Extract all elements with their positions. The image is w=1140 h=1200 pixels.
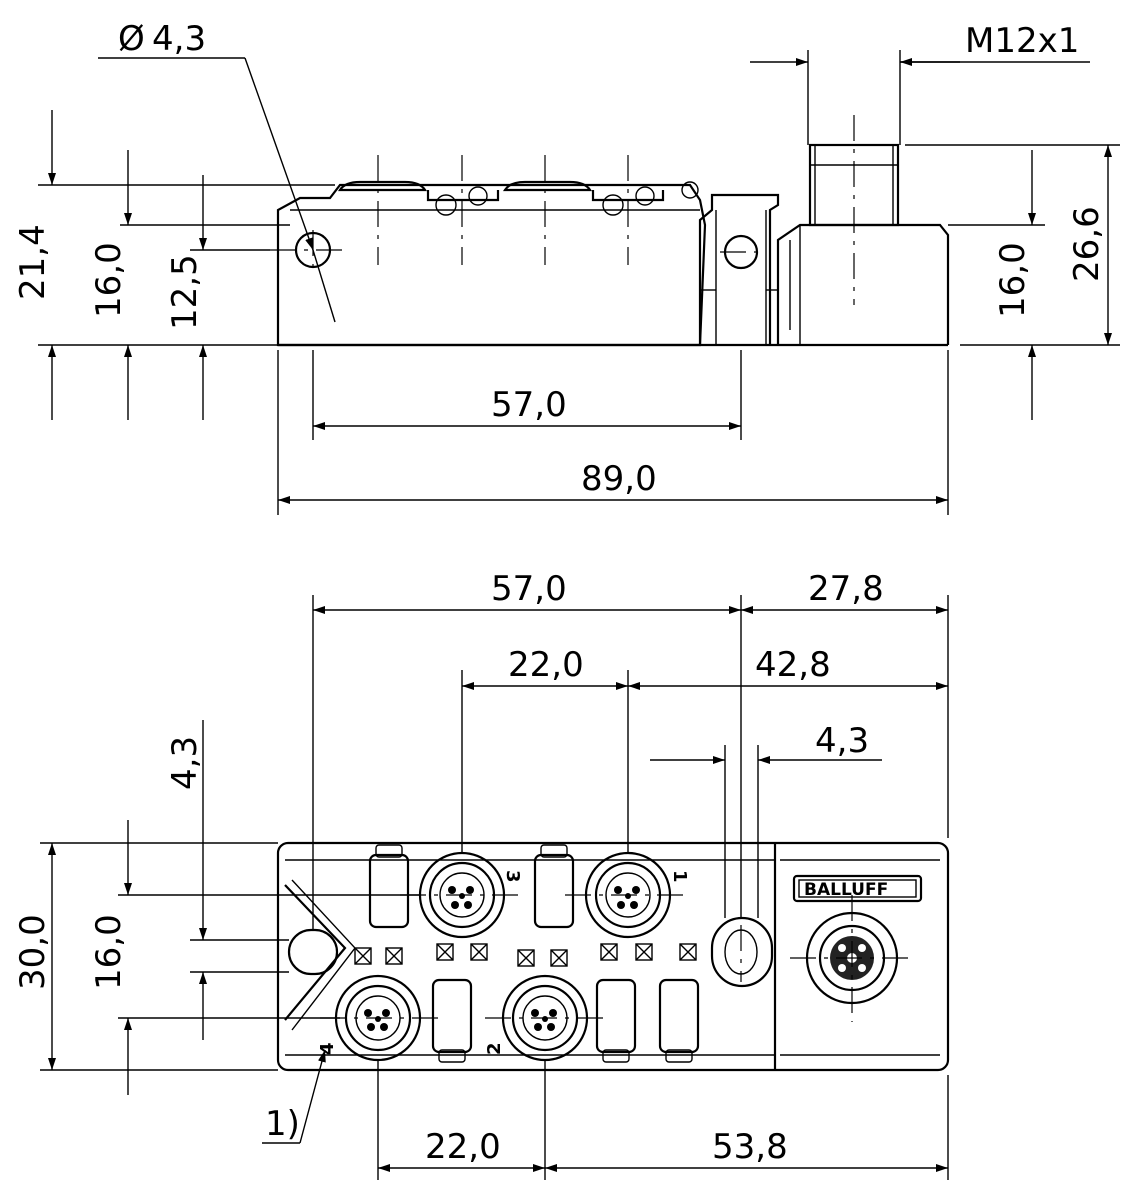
- top-hole-pitch-dim: 57,0: [313, 569, 741, 614]
- overall-length-label: 89,0: [581, 459, 657, 499]
- width-total-dim: 30,0: [13, 843, 56, 1070]
- slot-height-dim: 4,3: [165, 720, 207, 1040]
- port-row-pitch-label: 16,0: [89, 914, 129, 990]
- side-hole-pitch-dim: 57,0: [313, 385, 741, 430]
- connector-body-height-dim: 16,0: [993, 150, 1036, 420]
- top-extension-lines: [40, 595, 949, 1180]
- mounting-hole-right-top: [710, 916, 774, 988]
- top-hole-pitch-label: 57,0: [491, 569, 567, 609]
- port-offset-bottom-dim: 53,8: [545, 1127, 948, 1172]
- height-total-label: 21,4: [13, 224, 53, 300]
- port-label-3: 3: [502, 870, 523, 883]
- right-offset-label: 27,8: [808, 569, 884, 609]
- port-offset-right-dim: 42,8: [628, 645, 948, 690]
- top-centre-lines: [320, 894, 915, 1022]
- height-body-label: 16,0: [89, 242, 129, 318]
- port-label-2: 2: [484, 1042, 505, 1055]
- height-total-dim: 21,4: [13, 110, 56, 420]
- side-hole-pitch-label: 57,0: [491, 385, 567, 425]
- thread-label: M12x1: [965, 21, 1079, 61]
- side-view: Ø 4,3 M12x1 21,4 16,0 12,5: [13, 19, 1120, 515]
- hole-diameter-callout: Ø 4,3: [98, 19, 336, 323]
- slot-width-label: 4,3: [815, 721, 869, 761]
- connector-height-label: 26,6: [1067, 206, 1107, 282]
- port-pitch-top-label: 22,0: [508, 645, 584, 685]
- port-offset-right-label: 42,8: [755, 645, 831, 685]
- led-row: [354, 943, 697, 967]
- port-label-1: 1: [669, 870, 690, 883]
- note-ref-label: 1): [265, 1104, 300, 1144]
- height-hole-label: 12,5: [165, 254, 205, 330]
- connector-height-dim: 26,6: [1067, 145, 1112, 345]
- side-extension-lines: [38, 50, 1120, 515]
- port-row-pitch-dim: 16,0: [89, 820, 132, 1095]
- overall-length-dim: 89,0: [278, 459, 948, 504]
- brand-text: BALLUFF: [804, 880, 888, 900]
- width-total-label: 30,0: [13, 914, 53, 990]
- right-offset-dim: 27,8: [741, 569, 948, 614]
- connector-body-height-label: 16,0: [993, 242, 1033, 318]
- diameter-symbol: Ø: [118, 19, 145, 59]
- note-callout: 1): [262, 1049, 326, 1144]
- port-pitch-top-dim: 22,0: [462, 645, 628, 690]
- height-body-dim: 16,0: [89, 150, 132, 420]
- hole-diameter-label: 4,3: [152, 19, 206, 59]
- port-pitch-bottom-label: 22,0: [425, 1127, 501, 1167]
- slot-width-dim: 4,3: [650, 721, 882, 764]
- port-label-4: 4: [317, 1042, 338, 1055]
- top-view: BALLUFF 3 1 4 2: [13, 569, 950, 1180]
- slot-height-label: 4,3: [165, 736, 205, 790]
- height-hole-dim: 12,5: [165, 175, 270, 420]
- port-pitch-bottom-dim: 22,0: [378, 1127, 545, 1172]
- thread-dimension: M12x1: [750, 21, 1090, 66]
- slot-hole: [287, 928, 339, 976]
- port-offset-bottom-label: 53,8: [712, 1127, 788, 1167]
- side-body-outline: [270, 115, 950, 347]
- top-body-outline: [276, 841, 950, 1072]
- brand-logo: BALLUFF: [792, 874, 923, 903]
